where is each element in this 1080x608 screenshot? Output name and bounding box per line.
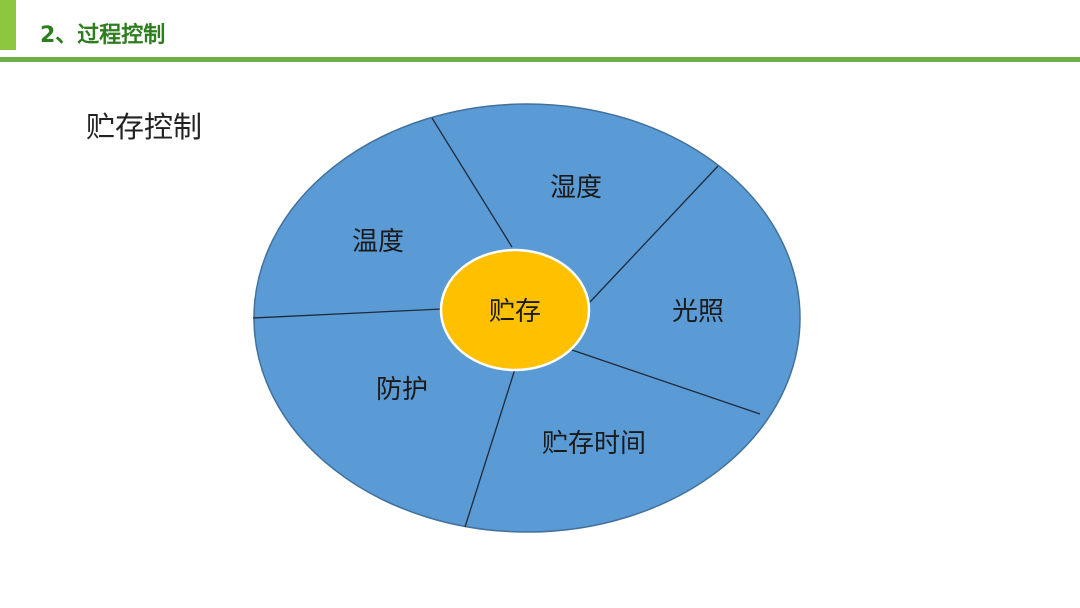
- center-ellipse: [439, 248, 591, 372]
- page-title: 2、过程控制: [40, 23, 166, 48]
- segment-label-lighting: 光照: [672, 297, 724, 327]
- header-accent-bar: [0, 0, 16, 50]
- header-divider: [0, 57, 1080, 62]
- segment-label-storage-time: 贮存时间: [542, 429, 646, 459]
- segment-label-temperature: 温度: [352, 227, 404, 257]
- segment-label-humidity: 湿度: [550, 173, 602, 203]
- divider-line-5: [252, 308, 443, 319]
- divider-line-2: [589, 165, 719, 303]
- divider-line-1: [431, 117, 513, 248]
- center-label: 贮存: [489, 297, 541, 327]
- section-subtitle: 贮存控制: [86, 110, 203, 144]
- divider-line-4: [464, 368, 516, 528]
- divider-line-3: [571, 349, 761, 415]
- segment-label-protection: 防护: [376, 375, 428, 405]
